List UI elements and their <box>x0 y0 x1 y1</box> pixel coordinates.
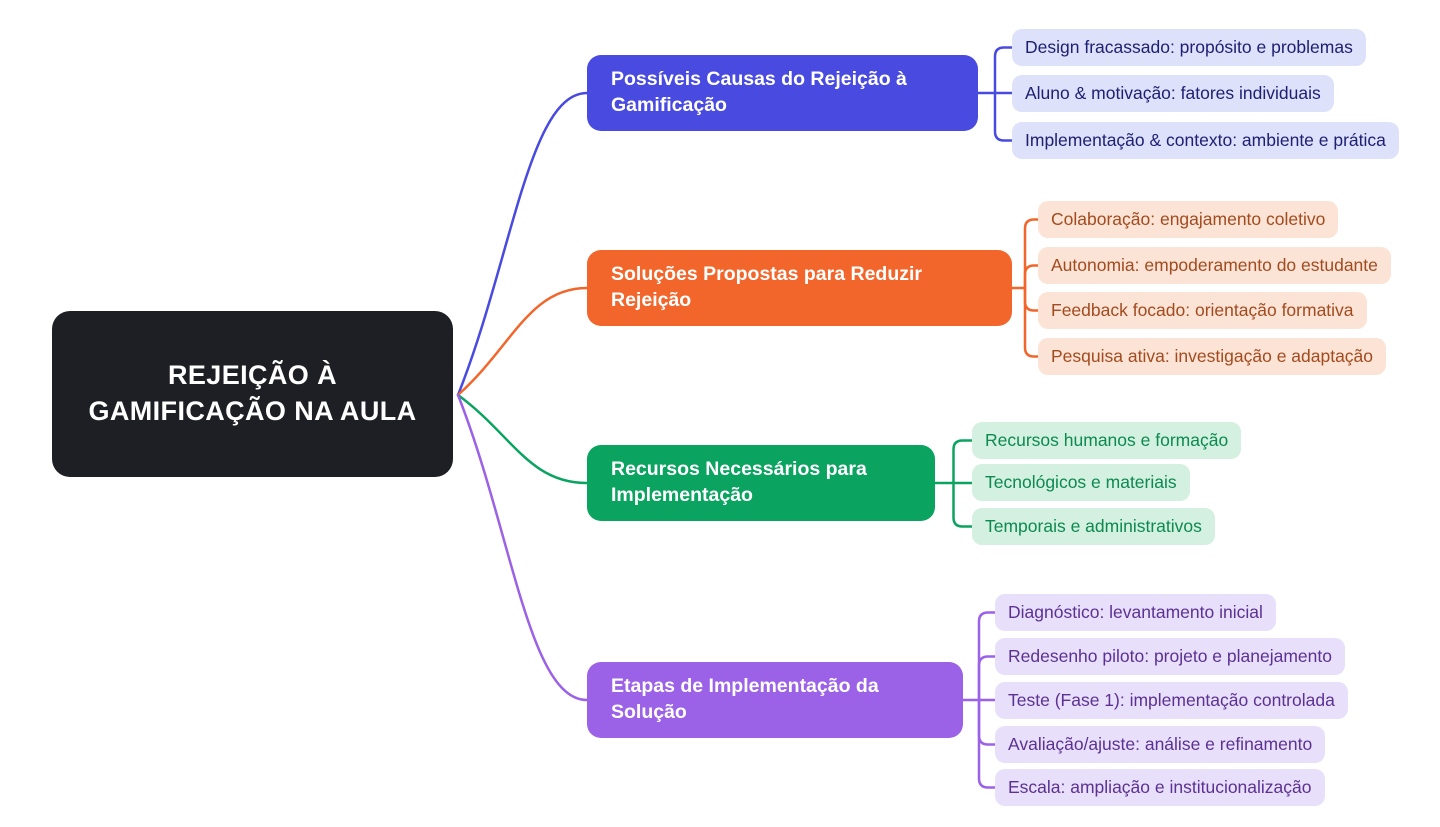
child-node-aluno-motivacao[interactable]: Aluno & motivação: fatores individuais <box>1012 75 1334 112</box>
child-node-feedback-focado[interactable]: Feedback focado: orientação formativa <box>1038 292 1367 329</box>
child-node-redesenho-piloto[interactable]: Redesenho piloto: projeto e planejamento <box>995 638 1345 675</box>
child-node-pesquisa-ativa[interactable]: Pesquisa ativa: investigação e adaptação <box>1038 338 1387 375</box>
child-node-implementacao-contexto[interactable]: Implementação & contexto: ambiente e prá… <box>1012 122 1399 159</box>
branch-node-causas[interactable]: Possíveis Causas do Rejeição à Gamificaç… <box>587 55 978 131</box>
branch-node-etapas[interactable]: Etapas de Implementação da Solução <box>587 662 963 738</box>
branch-node-recursos[interactable]: Recursos Necessários para Implementação <box>587 445 935 521</box>
child-node-tecnologicos[interactable]: Tecnológicos e materiais <box>972 464 1190 501</box>
child-node-diagnostico[interactable]: Diagnóstico: levantamento inicial <box>995 594 1276 631</box>
child-node-teste-fase1[interactable]: Teste (Fase 1): implementação controlada <box>995 682 1348 719</box>
branch-node-solucoes[interactable]: Soluções Propostas para Reduzir Rejeição <box>587 250 1012 326</box>
child-node-escala[interactable]: Escala: ampliação e institucionalização <box>995 769 1325 806</box>
child-node-design-fracassado[interactable]: Design fracassado: propósito e problemas <box>1012 29 1366 66</box>
child-node-temporais[interactable]: Temporais e administrativos <box>972 508 1215 545</box>
child-node-avaliacao-ajuste[interactable]: Avaliação/ajuste: análise e refinamento <box>995 726 1326 763</box>
child-node-autonomia[interactable]: Autonomia: empoderamento do estudante <box>1038 247 1391 284</box>
central-topic-node[interactable]: REJEIÇÃO À GAMIFICAÇÃO NA AULA <box>52 311 453 477</box>
child-node-colaboracao[interactable]: Colaboração: engajamento coletivo <box>1038 201 1339 238</box>
child-node-recursos-humanos[interactable]: Recursos humanos e formação <box>972 422 1242 459</box>
